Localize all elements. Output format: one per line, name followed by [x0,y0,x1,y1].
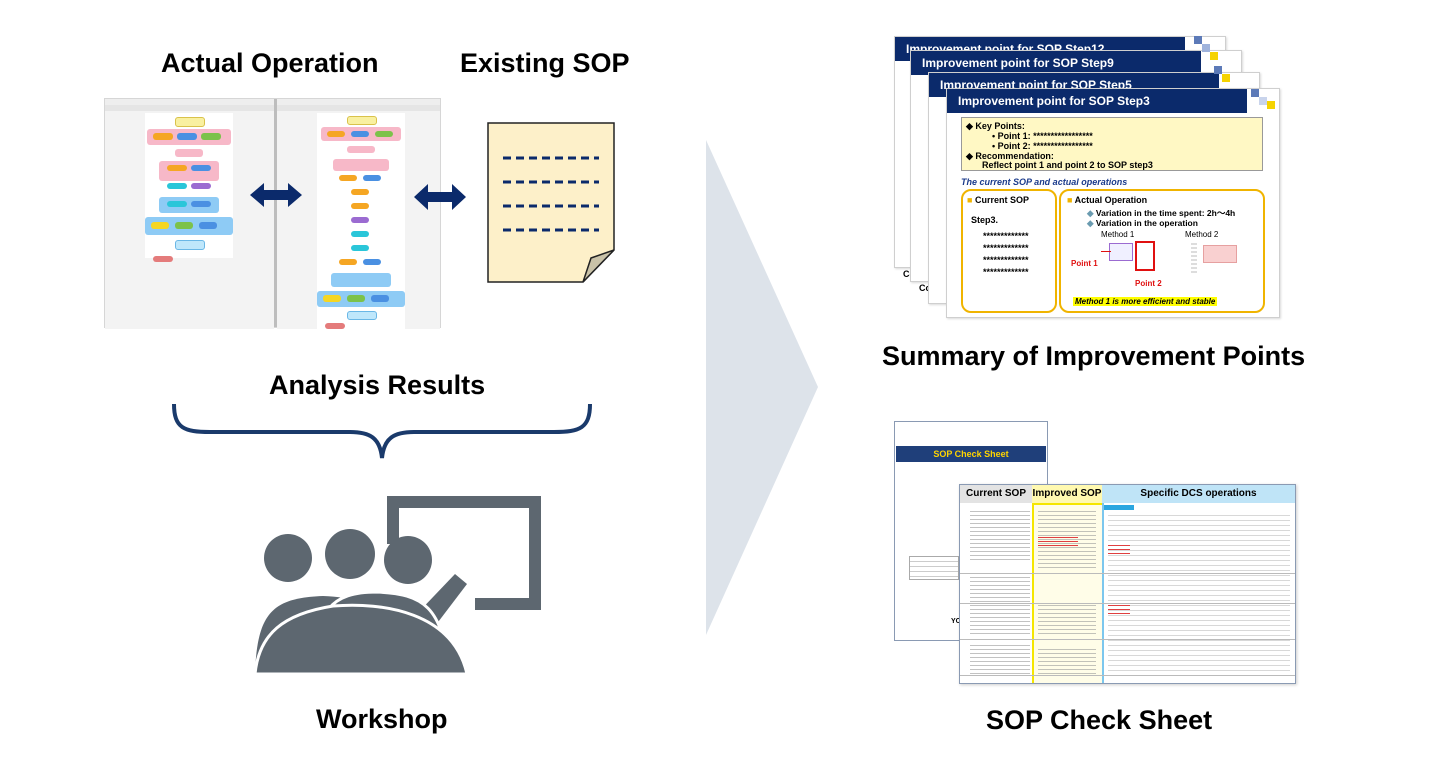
workshop-presentation-icon [253,496,541,674]
summary-label: Summary of Improvement Points [882,341,1306,371]
actual-operation-label: Actual Operation [161,48,379,78]
existing-sop-label: Existing SOP [460,48,630,78]
key-points-box: ◆ Key Points: • Point 1: ***************… [961,117,1263,171]
col-improved-sop: Improved SOP [1032,485,1102,503]
flowchart-page-left [145,113,233,262]
flowchart-panel [104,98,441,329]
check-sheet-table: Current SOP Improved SOP Specific DCS op… [959,484,1296,684]
col-current-sop: Current SOP [960,485,1032,503]
slide-front: Improvement point for SOP Step3 ◆ Key Po… [946,88,1280,318]
current-sop-box: ■ Current SOP Step3. ************* *****… [961,189,1057,313]
flowchart-page-right [317,113,405,329]
workshop-label: Workshop [316,704,448,734]
analysis-results-label: Analysis Results [269,370,486,400]
slide-front-title: Improvement point for SOP Step3 [947,89,1247,113]
improvement-slides-stack: Improvement point for SOP Step12 Co Impr… [894,36,1294,326]
double-arrow-icon [250,183,302,207]
document-icon [487,122,615,283]
big-chevron-arrow-icon [706,140,818,635]
col-dcs-operations: Specific DCS operations [1102,485,1295,503]
actual-operation-box: ■ Actual Operation ◆ Variation in the ti… [1059,189,1265,313]
double-arrow-icon [414,184,466,210]
check-sheet-label: SOP Check Sheet [986,705,1213,735]
flowchart-pane-left [105,105,274,329]
conclusion-highlight: Method 1 is more efficient and stable [1073,297,1218,306]
curly-brace [172,403,592,459]
section-title: The current SOP and actual operations [961,177,1128,187]
flowchart-pane-right [277,105,440,329]
check-sheet-cover-title: SOP Check Sheet [896,446,1046,462]
